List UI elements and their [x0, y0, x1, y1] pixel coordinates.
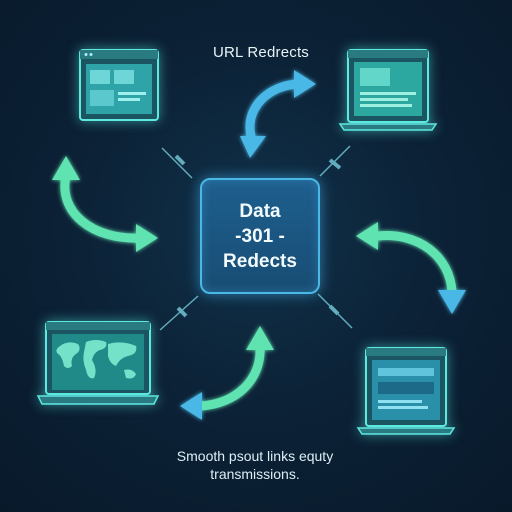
diagram-caption: Smooth psout links equty transmissions.: [130, 447, 380, 483]
connector-lines: [159, 145, 353, 331]
center-line-2: -301 -: [235, 225, 285, 247]
diagram-heading: URL Redrects: [212, 44, 310, 61]
caption-line-2: transmissions.: [210, 466, 300, 482]
center-line-3: Redects: [223, 250, 297, 272]
top-left-browser-window: [78, 48, 160, 122]
bottom-right-laptop: [356, 346, 456, 438]
top-curved-arrow-icon: [240, 70, 316, 158]
bottom-curved-arrow-icon: [180, 326, 274, 420]
center-data-redirect-box: Data -301 - Redects: [200, 178, 320, 294]
left-curved-arrow-icon: [52, 156, 158, 252]
right-curved-arrow-icon: [356, 222, 466, 314]
bottom-left-laptop-map: [36, 320, 160, 410]
top-right-laptop: [338, 48, 438, 134]
caption-line-1: Smooth psout links equty: [176, 448, 334, 464]
center-line-1: Data: [239, 200, 281, 222]
